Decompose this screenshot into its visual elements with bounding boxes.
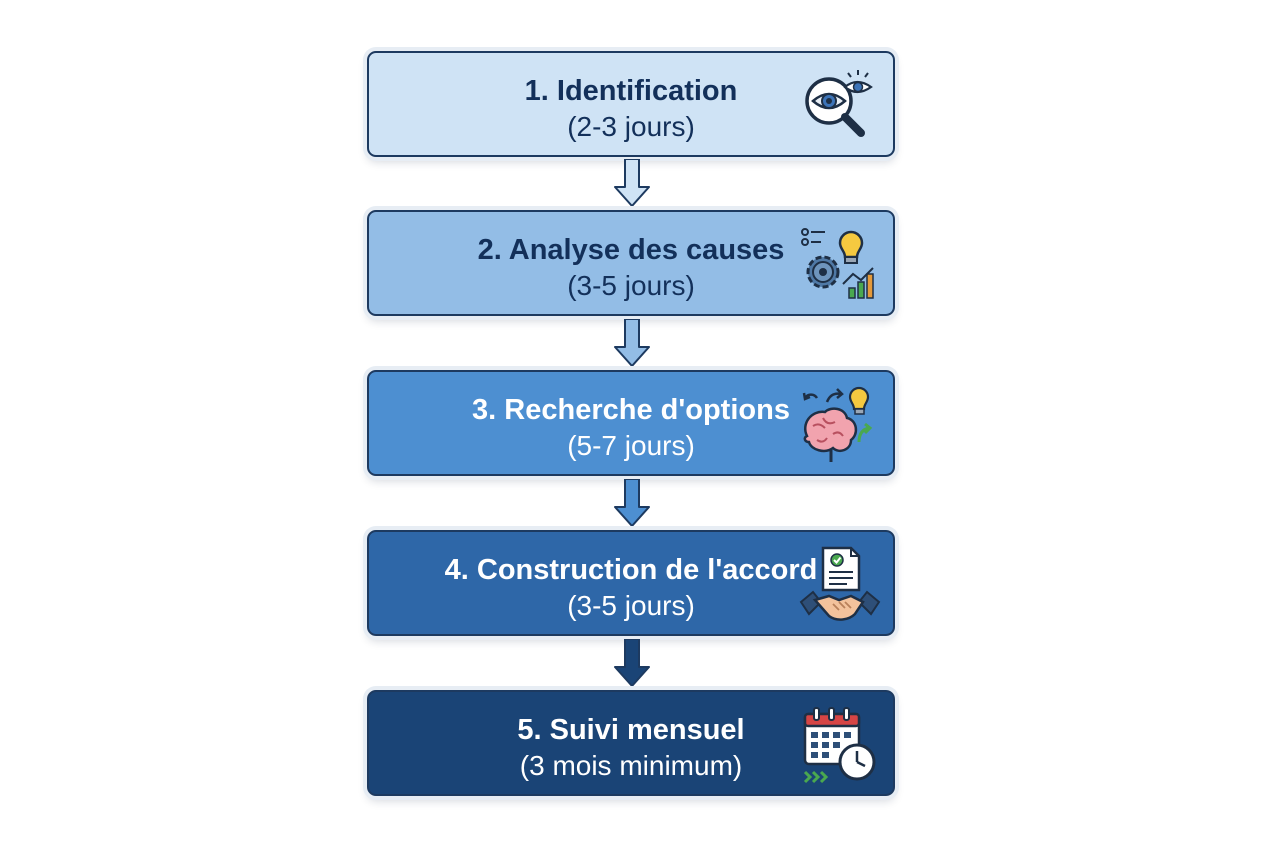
step-title: 4. Construction de l'accord <box>444 554 818 586</box>
down-arrow-icon <box>614 319 650 367</box>
step-identification: 1. Identification (2-3 jours) <box>367 51 895 157</box>
step-recherche-d-options: 3. Recherche d'options (5-7 jours) <box>367 370 895 476</box>
calendar-clock-icon <box>803 707 876 784</box>
step-duration: (5-7 jours) <box>567 430 695 461</box>
down-arrow-icon <box>614 639 650 687</box>
down-arrow-icon <box>614 159 650 207</box>
handshake-document-icon <box>799 546 881 621</box>
step-duration: (2-3 jours) <box>567 111 695 142</box>
step-duration: (3-5 jours) <box>567 270 695 301</box>
magnifier-eye-icon <box>805 70 873 137</box>
step-title: 1. Identification <box>524 75 738 107</box>
step-suivi-mensuel: 5. Suivi mensuel (3 mois minimum) <box>367 690 895 796</box>
step-duration: (3-5 jours) <box>567 590 695 621</box>
down-arrow-icon <box>614 479 650 527</box>
step-duration: (3 mois minimum) <box>519 750 743 781</box>
step-construction-de-l-accord: 4. Construction de l'accord (3-5 jours) <box>367 530 895 636</box>
step-title: 5. Suivi mensuel <box>517 714 745 746</box>
step-analyse-des-causes: 2. Analyse des causes (3-5 jours) <box>367 210 895 316</box>
step-title: 3. Recherche d'options <box>472 394 790 426</box>
step-title: 2. Analyse des causes <box>477 234 785 266</box>
brain-lightbulb-arrows-icon <box>802 386 873 462</box>
gears-lightbulb-chart-icon <box>801 228 874 299</box>
